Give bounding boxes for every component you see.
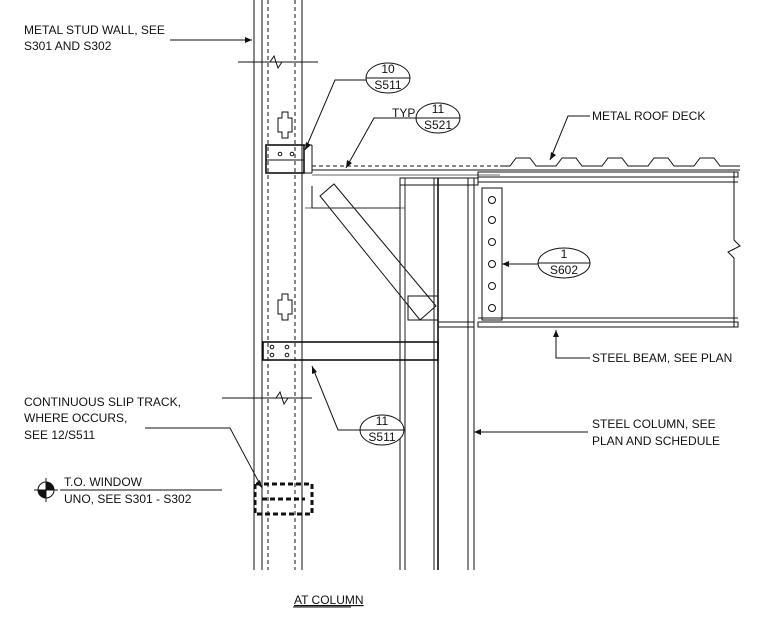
callout-sheet: S602 <box>550 263 578 277</box>
callout-bubble: 11 S511 <box>359 414 405 446</box>
metal-stud-wall-label: METAL STUD WALL, SEE <box>24 23 165 37</box>
callout-detail: 11 <box>376 414 389 428</box>
slip-track-label: WHERE OCCURS, <box>24 411 127 425</box>
window-label: UNO, SEE S301 - S302 <box>64 492 192 506</box>
shear-plate <box>481 187 503 321</box>
slip-track-label: SEE 12/S511 <box>24 428 95 442</box>
callout-sheet: S521 <box>424 118 452 132</box>
callout-detail: 11 <box>432 102 445 116</box>
callout-sheet: S511 <box>374 78 401 92</box>
steel-column-label: STEEL COLUMN, SEE <box>592 417 716 431</box>
horizontal-track <box>262 341 439 361</box>
steel-beam-label: STEEL BEAM, SEE PLAN <box>592 351 732 365</box>
labels: METAL STUD WALL, SEE S301 AND S302 TYP M… <box>24 23 732 608</box>
slip-track-label: CONTINUOUS SLIP TRACK, <box>24 395 181 409</box>
leaders <box>60 37 590 491</box>
detail-title: AT COLUMN <box>294 593 364 607</box>
elevation-target-icon <box>34 478 58 502</box>
metal-roof-deck-label: METAL ROOF DECK <box>592 109 705 123</box>
callout-detail: 1 <box>561 247 568 261</box>
steel-beam <box>477 171 741 328</box>
callout-bubble: 1 S602 <box>537 247 591 279</box>
slip-track <box>253 482 314 516</box>
callout-sheet: S511 <box>368 430 395 444</box>
metal-stud-wall <box>222 0 318 570</box>
callout-detail: 10 <box>381 62 395 76</box>
steel-column-label: PLAN AND SCHEDULE <box>592 434 720 448</box>
window-label: T.O. WINDOW <box>64 475 143 489</box>
typ-label: TYP <box>392 106 415 120</box>
callout-bubble: 10 S511 <box>365 62 411 94</box>
metal-roof-deck <box>312 157 740 176</box>
deflection-clip <box>265 144 313 174</box>
steel-column <box>399 177 479 570</box>
knee-brace <box>311 183 439 321</box>
metal-stud-wall-label: S301 AND S302 <box>24 39 112 53</box>
callout-bubble: 11 S521 <box>415 102 461 134</box>
